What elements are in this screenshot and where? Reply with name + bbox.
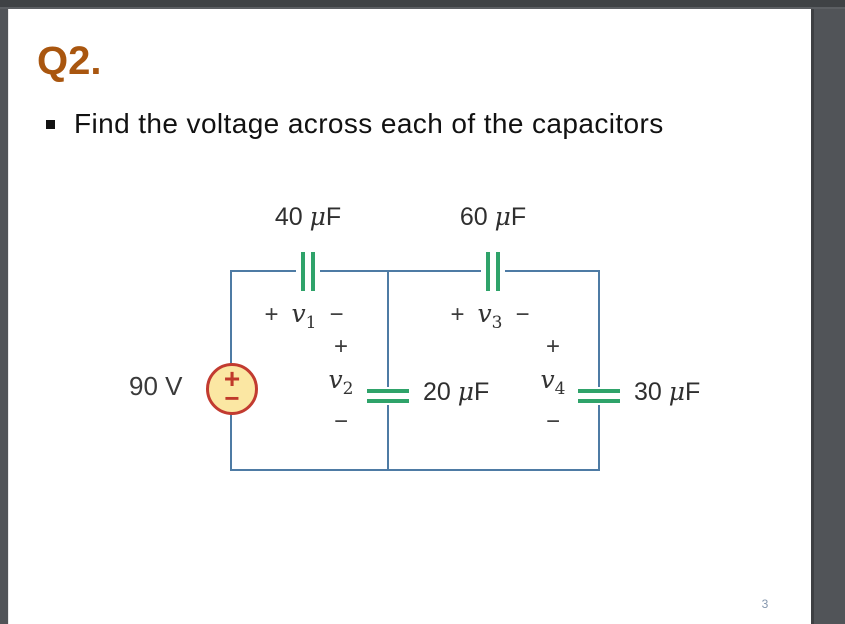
minus-sign: − bbox=[329, 301, 344, 328]
slide-title: Q2. bbox=[37, 39, 102, 83]
micro-symbol: μ bbox=[668, 377, 686, 406]
v1-symbol: v1 bbox=[291, 299, 317, 333]
source-plus-sign: + bbox=[223, 363, 241, 394]
capacitance-label-60uF: 60 μF bbox=[443, 202, 543, 232]
bullet-square-icon bbox=[46, 120, 55, 129]
capacitor-plate bbox=[486, 252, 490, 291]
source-minus-sign: − bbox=[224, 383, 240, 413]
farad-symbol: F bbox=[510, 203, 527, 231]
capacitor-symbol-60uF bbox=[481, 252, 505, 291]
v4-symbol: v4 bbox=[540, 365, 566, 399]
plus-sign: + bbox=[545, 333, 560, 360]
circuit-diagram: + − 90 V 40 μF 60 μF 20 μF 30 μF + v1 − … bbox=[9, 9, 815, 624]
voltage-label-v2: + v2 − bbox=[320, 332, 362, 437]
capacitor-plate bbox=[311, 252, 315, 291]
micro-symbol: μ bbox=[309, 202, 326, 231]
bullet-text: Find the voltage across each of the capa… bbox=[74, 108, 664, 139]
plus-sign: + bbox=[333, 333, 348, 360]
capacitor-symbol-30uF bbox=[578, 387, 620, 405]
capacitance-label-40uF: 40 μF bbox=[258, 202, 358, 232]
capacitor-plate bbox=[578, 389, 620, 393]
source-value-label: 90 V bbox=[129, 371, 183, 401]
cap-value: 20 bbox=[423, 378, 451, 406]
plus-sign: + bbox=[264, 301, 279, 328]
capacitance-label-20uF: 20 μF bbox=[423, 377, 489, 407]
window-chrome-bar bbox=[0, 0, 845, 9]
slide-page: Q2. Find the voltage across each of the … bbox=[8, 9, 814, 624]
capacitor-symbol-40uF bbox=[296, 252, 320, 291]
page-number: 3 bbox=[761, 597, 769, 611]
farad-symbol: F bbox=[325, 203, 342, 231]
farad-symbol: F bbox=[474, 378, 490, 406]
v3-symbol: v3 bbox=[477, 299, 503, 333]
capacitor-symbol-20uF bbox=[367, 387, 409, 405]
micro-symbol: μ bbox=[457, 377, 475, 406]
plus-sign: + bbox=[450, 301, 465, 328]
capacitor-plate bbox=[367, 389, 409, 393]
bullet-row: Find the voltage across each of the capa… bbox=[46, 107, 664, 141]
minus-sign: − bbox=[515, 301, 530, 328]
voltage-label-v1: + v1 − bbox=[241, 299, 367, 333]
cap-value: 30 bbox=[634, 378, 662, 406]
capacitor-plate bbox=[578, 399, 620, 403]
voltage-label-v3: + v3 − bbox=[427, 299, 553, 333]
minus-sign: − bbox=[545, 407, 560, 435]
voltage-source-symbol: + − bbox=[206, 363, 258, 415]
cap-value: 60 bbox=[459, 203, 488, 231]
micro-symbol: μ bbox=[494, 202, 511, 231]
farad-symbol: F bbox=[685, 378, 701, 406]
capacitor-plate bbox=[301, 252, 305, 291]
minus-sign: − bbox=[333, 407, 348, 435]
capacitor-plate bbox=[367, 399, 409, 403]
capacitor-plate bbox=[496, 252, 500, 291]
middle-branch-wire bbox=[387, 270, 389, 471]
capacitance-label-30uF: 30 μF bbox=[634, 377, 700, 407]
voltage-label-v4: + v4 − bbox=[532, 332, 574, 437]
cap-value: 40 bbox=[274, 203, 303, 231]
v2-symbol: v2 bbox=[328, 365, 354, 399]
